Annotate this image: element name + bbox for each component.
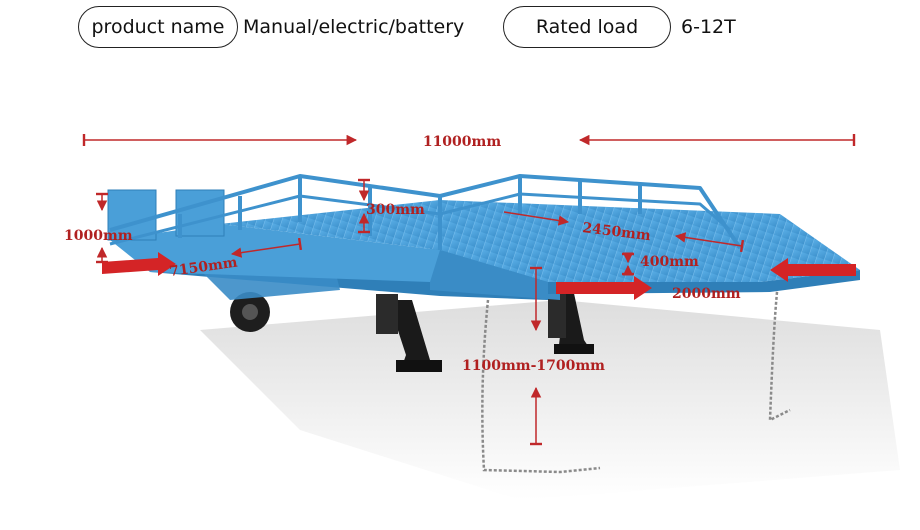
side-height-dimension: 1000mm: [64, 192, 133, 264]
side-height-label: 1000mm: [64, 228, 133, 244]
lip-offset-label: 400mm: [640, 254, 699, 270]
overall-length-label: 11000mm: [423, 134, 502, 150]
rated-load-label: Rated load: [503, 6, 671, 48]
product-name-value: Manual/electric/battery: [243, 16, 465, 38]
rail-height-dimension: 300mm: [358, 178, 425, 234]
lift-range-label: 1100mm-1700mm: [462, 358, 605, 374]
rail-height-label: 300mm: [366, 202, 425, 218]
ramp-illustration: 11000mm 1000mm 300mm 7150mm 2450mm 400mm: [64, 134, 900, 500]
dimension-markers: 11000mm 1000mm 300mm 7150mm 2450mm 400mm: [64, 134, 856, 446]
ramp-body: [107, 189, 860, 300]
lift-range-dimension: 1100mm-1700mm: [462, 266, 605, 446]
lip-length-label: 2000mm: [672, 286, 741, 302]
wheel: [230, 292, 270, 332]
overall-length-dimension: 11000mm: [82, 134, 856, 150]
lip-length-dimension: 2000mm: [556, 258, 856, 302]
front-leg: [376, 294, 442, 372]
guard-rails: [109, 174, 742, 250]
rated-load-value: 6-12T: [681, 16, 736, 38]
ground-shadow: [200, 300, 900, 500]
product-name-label: product name: [78, 6, 238, 48]
lip-offset-dimension: 400mm: [622, 252, 699, 276]
hydraulic-legs: [376, 282, 594, 372]
safety-chains: [481, 281, 791, 474]
spec-header: product name Manual/electric/battery Rat…: [0, 0, 920, 60]
